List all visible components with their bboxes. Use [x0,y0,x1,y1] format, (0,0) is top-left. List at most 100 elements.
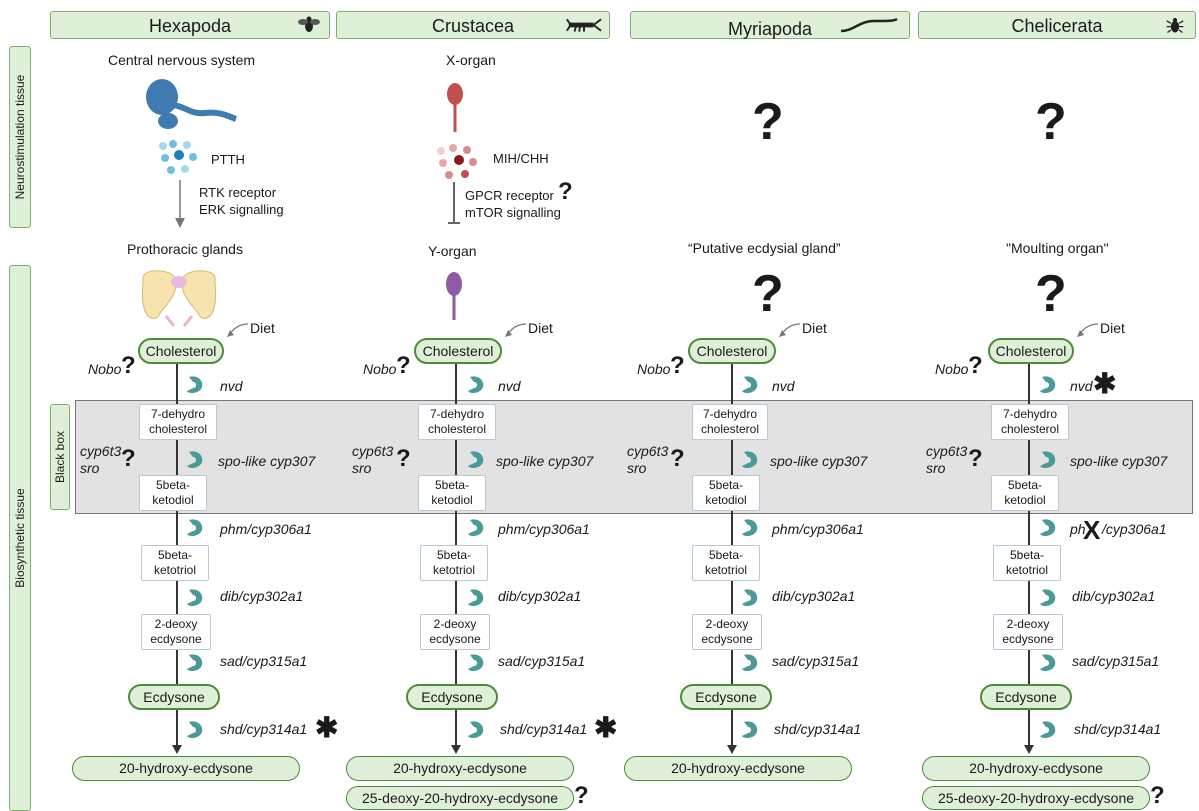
header-myriapoda: Myriapoda [630,11,910,39]
product-20-hydroxyecdysone: 20-hydroxy-ecdysone [922,756,1150,781]
hexapoda-receptor: RTK receptor [199,185,277,200]
tick-icon [1166,17,1184,33]
question-mark: ? [968,352,983,379]
metabolite-2-deoxyecdysone: 2-deoxy ecdysone [692,614,762,650]
enzyme-phm: phm/cyp306a1 [220,521,312,537]
prothoracic-gland-illustration [141,270,217,327]
activation-arrow [175,180,185,228]
nobo-label: Nobo [88,361,122,377]
enzyme-icon [1040,519,1056,537]
question-mark: ? [574,782,589,809]
cyp6t3-label: cyp6t3 [80,443,122,459]
header-label: Hexapoda [148,16,232,36]
question-mark: ? [968,445,983,472]
nobo-label: Nobo [363,361,397,377]
enzyme-icon [187,376,203,394]
arrowhead [1024,745,1034,754]
ecdysone-node: Ecdysone [680,684,772,710]
enzyme-dib: dib/cyp302a1 [498,588,582,604]
enzyme-icon [742,376,758,394]
fly-icon [298,16,320,32]
diet-label: Diet [1100,320,1125,336]
product-25-deoxy-20-hydroxyecdysone: 25-deoxy-20-hydroxy-ecdysone [346,786,574,810]
enzyme-icon [1040,654,1056,672]
enzyme-nvd: nvd [220,378,243,394]
crayfish-icon [566,18,602,32]
header-crustacea: Crustacea [336,11,610,39]
enzyme-sad: sad/cyp315a1 [220,653,308,669]
ecdysone-node: Ecdysone [980,684,1072,710]
crustacea-neuro-tissue: X-organ [446,52,496,68]
crustacea-hormone: MIH/CHH [493,151,549,166]
enzyme-sad: sad/cyp315a1 [1072,653,1160,669]
metabolite-2-deoxyecdysone: 2-deoxy ecdysone [420,614,490,650]
header-label: Chelicerata [1011,16,1103,36]
question-mark: ? [752,265,784,323]
asterisk-mark: ✱ [315,712,339,743]
question-mark: ? [396,352,411,379]
product-20-hydroxyecdysone: 20-hydroxy-ecdysone [346,756,574,781]
enzyme-icon [187,654,203,672]
enzyme-icon [468,721,484,739]
sro-label: sro [80,460,100,476]
cholesterol-node: Cholesterol [988,338,1074,364]
question-mark: ? [1035,93,1067,151]
header-hexapoda: Hexapoda [50,11,330,39]
header-chelicerata: Chelicerata [918,11,1196,39]
asterisk-mark: ✱ [1093,368,1117,399]
asterisk-mark: ✱ [594,712,618,743]
enzyme-icon [468,451,484,469]
enzyme-phm-rest: /cyp306a1 [1102,521,1167,537]
mih-chh-molecules-icon [437,144,477,179]
myriapoda-gland: “Putative ecdysial gland” [688,240,841,256]
enzyme-icon [742,519,758,537]
x-mark: X [1083,515,1101,545]
crustacea-gland: Y-organ [428,243,477,259]
diet-arrow [779,323,801,337]
y-organ-illustration [446,272,462,320]
product-20-hydroxyecdysone: 20-hydroxy-ecdysone [624,756,852,781]
enzyme-spo: spo-like cyp307 [496,453,594,469]
enzyme-shd: shd/cyp314a1 [220,721,308,737]
header-label: Crustacea [431,16,515,36]
enzyme-icon [742,721,758,739]
enzyme-shd: shd/cyp314a1 [500,721,588,737]
question-mark: ? [670,352,685,379]
header-label: Myriapoda [727,19,813,39]
enzyme-icon [187,451,203,469]
metabolite-5beta-ketodiol: 5beta- ketodiol [692,475,760,511]
cholesterol-node: Cholesterol [138,338,224,364]
metabolite-7-dehydrocholesterol: 7-dehydro cholesterol [418,404,496,440]
enzyme-dib: dib/cyp302a1 [220,588,304,604]
enzyme-icon [1040,721,1056,739]
metabolite-5beta-ketotriol: 5beta- ketotriol [420,545,488,581]
diet-arrow [227,323,249,337]
millipede-icon [840,17,898,33]
question-mark: ? [121,352,136,379]
diet-arrow [1077,323,1099,337]
enzyme-icon [187,721,203,739]
hexapoda-neuro-tissue: Central nervous system [108,52,256,68]
nobo-label: Nobo [935,361,969,377]
cholesterol-node: Cholesterol [688,338,776,364]
diet-arrow [505,323,527,337]
enzyme-icon [187,589,203,607]
metabolite-2-deoxyecdysone: 2-deoxy ecdysone [993,614,1063,650]
metabolite-5beta-ketodiol: 5beta- ketodiol [991,475,1059,511]
ptth-molecules-icon [159,140,197,174]
enzyme-shd: shd/cyp314a1 [1074,721,1162,737]
enzyme-icon [742,589,758,607]
crustacea-signalling: mTOR signalling [465,205,561,220]
hexapoda-gland: Prothoracic glands [127,241,243,257]
diet-label: Diet [250,320,275,336]
enzyme-icon [468,589,484,607]
enzyme-icon [742,451,758,469]
enzyme-nvd: nvd [1070,378,1093,394]
enzyme-sad: sad/cyp315a1 [498,653,586,669]
metabolite-5beta-ketodiol: 5beta- ketodiol [418,475,486,511]
hexapoda-hormone: PTTH [211,152,245,167]
side-label-neurostimulation: Neurostimulation tissue [9,46,31,228]
arrowhead [451,745,461,754]
cyp6t3-label: cyp6t3 [352,443,394,459]
question-mark: ? [558,178,573,205]
